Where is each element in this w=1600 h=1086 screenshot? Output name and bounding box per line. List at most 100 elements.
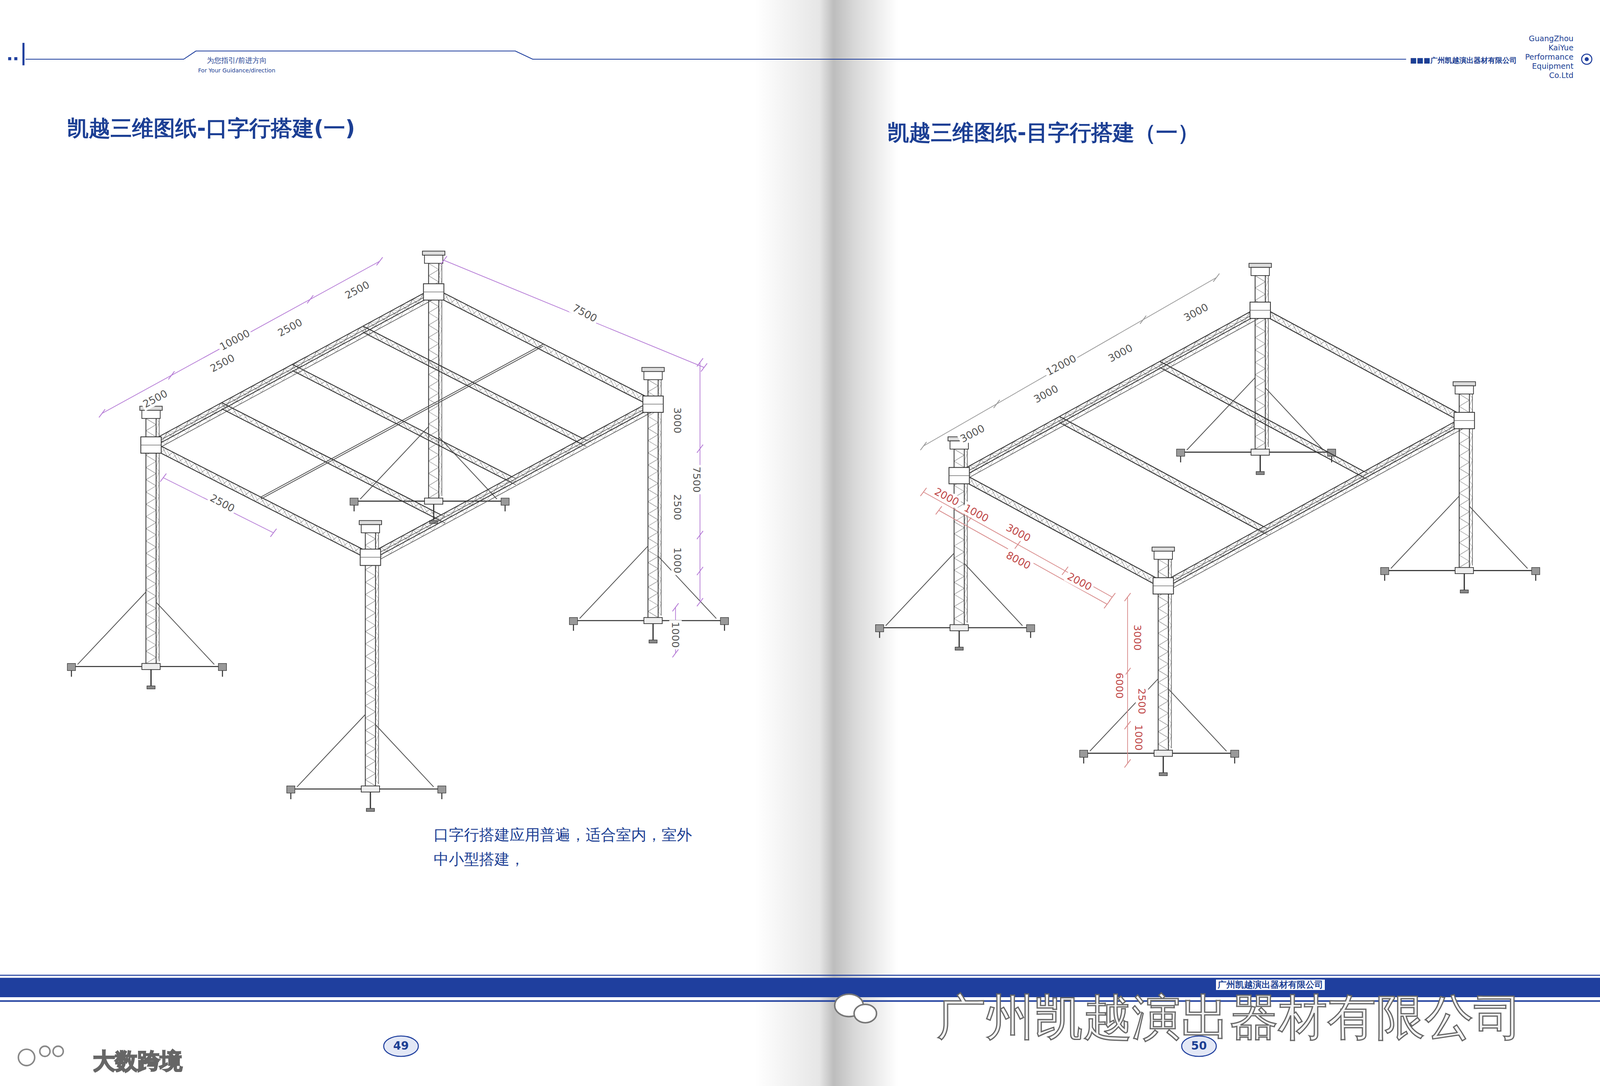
- pad-jack: [1384, 574, 1386, 581]
- pipe: [260, 344, 544, 498]
- corner-sleeve: [1153, 577, 1174, 594]
- base-plate: [424, 498, 443, 504]
- truss-chord: [1260, 313, 1465, 424]
- corner-sleeve: [948, 467, 970, 484]
- watermark-logo: [53, 1046, 64, 1057]
- dimension-tick: [160, 473, 167, 482]
- dimension-label: 2500: [671, 492, 684, 522]
- base-plate: [361, 786, 380, 792]
- square-truss-structure: [67, 251, 729, 812]
- truss-chord: [363, 332, 583, 445]
- outrigger: [573, 620, 644, 622]
- dimension-tick: [696, 566, 703, 575]
- truss-chord: [963, 315, 1265, 481]
- company-english: Co.Ltd: [1549, 70, 1574, 80]
- base-plate: [1251, 449, 1270, 456]
- jack-foot: [1460, 590, 1469, 594]
- base-plate: [1455, 567, 1474, 574]
- dimension-label: 6000: [1113, 671, 1126, 701]
- top-cap: [1251, 267, 1270, 276]
- watermark-logo: [39, 1046, 50, 1057]
- header-text: For Your Guidance/direction: [198, 67, 276, 74]
- pad-jack: [1180, 456, 1182, 463]
- outrigger: [379, 788, 442, 790]
- corner-sleeve-line: [1153, 585, 1174, 586]
- dimension-line: [938, 510, 1108, 605]
- outrigger-pad: [1079, 750, 1088, 758]
- top-plate: [642, 367, 665, 372]
- pad-jack: [1535, 574, 1537, 581]
- company-watermark: 广州凯越演出器材有限公司: [936, 988, 1523, 1047]
- truss-chord: [151, 440, 371, 554]
- outrigger-brace: [1168, 688, 1227, 752]
- base-plate: [644, 617, 663, 624]
- truss-lacing: [151, 288, 434, 449]
- truss-lacing: [1265, 275, 1269, 450]
- screw-jack: [433, 504, 435, 521]
- truss-lacing: [1059, 416, 1264, 527]
- page-number-badge: [383, 1036, 419, 1057]
- outrigger-pad: [218, 663, 227, 671]
- dimension-line: [163, 477, 274, 533]
- truss-chord: [1059, 416, 1264, 527]
- screw-jack: [150, 669, 152, 686]
- dimension-line: [923, 277, 1217, 446]
- base-plate: [1154, 750, 1173, 756]
- truss-chord: [959, 478, 1164, 590]
- wechat-icon: [854, 1004, 877, 1023]
- pad-jack: [1234, 757, 1236, 764]
- screw-jack: [1162, 756, 1164, 773]
- top-plate: [1248, 263, 1272, 268]
- dimension-tick: [1124, 759, 1131, 768]
- header-dot: [14, 57, 18, 61]
- dimension-tick: [696, 358, 703, 367]
- outrigger-brace: [77, 592, 146, 665]
- outrigger: [1172, 752, 1235, 754]
- dimension-tick: [376, 257, 383, 266]
- outrigger: [71, 666, 142, 668]
- corner-sleeve-line: [642, 404, 664, 405]
- pad-jack: [1030, 631, 1032, 638]
- corner-sleeve: [423, 283, 444, 300]
- outrigger-brace: [885, 553, 954, 626]
- site-watermark: 大数跨境: [92, 1047, 183, 1075]
- dimension-label: 1000: [1132, 723, 1146, 753]
- dimension-line: [102, 261, 380, 414]
- company-name: ■■■广州凯越演出器材有限公司: [1408, 56, 1519, 65]
- page-number: 50: [1191, 1039, 1207, 1053]
- truss-chord: [155, 297, 438, 451]
- truss-chord: [660, 377, 662, 616]
- outrigger: [1083, 752, 1154, 754]
- dimension-tick: [98, 409, 105, 418]
- truss-chord: [963, 308, 1265, 474]
- jack-foot: [366, 808, 375, 812]
- dimension-label: 1000: [671, 545, 684, 575]
- outrigger-pad: [437, 786, 446, 794]
- top-cap: [424, 255, 443, 264]
- corner-sleeve: [1250, 302, 1271, 319]
- dimension-tick: [1109, 593, 1116, 602]
- dimension-tick: [672, 603, 679, 612]
- jack-foot: [955, 647, 964, 651]
- truss-chord: [374, 409, 658, 563]
- truss-lacing: [1160, 361, 1364, 472]
- header-mark: [22, 42, 25, 66]
- pad-jack: [353, 505, 355, 512]
- outrigger-brace: [579, 546, 648, 619]
- base-plate: [950, 624, 969, 631]
- pad-jack: [572, 624, 574, 631]
- pad-jack: [70, 670, 72, 677]
- truss-lacing: [1059, 416, 1264, 530]
- outrigger-pad: [1531, 567, 1540, 575]
- outrigger-pad: [286, 786, 295, 794]
- corner-sleeve: [642, 396, 664, 413]
- corner-sleeve-line: [140, 444, 162, 446]
- jack-foot: [1256, 471, 1264, 475]
- screw-jack: [652, 623, 654, 640]
- pad-jack: [1083, 757, 1085, 764]
- header-text: 为您指引/前进方向: [206, 56, 267, 65]
- dimension-line: [444, 260, 705, 368]
- outrigger: [290, 788, 362, 790]
- dimension-label: 2500: [1135, 686, 1148, 716]
